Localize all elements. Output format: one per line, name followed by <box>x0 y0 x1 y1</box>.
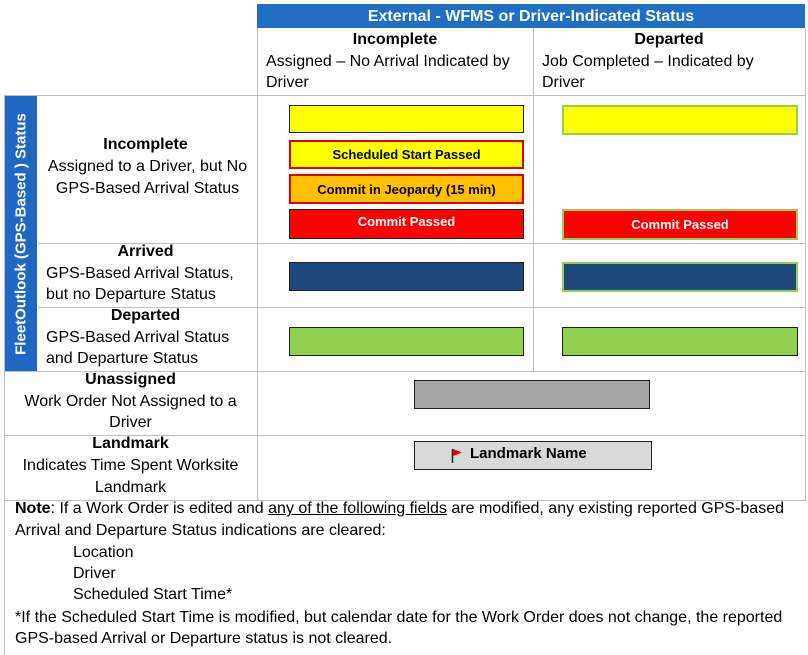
row-incomplete-desc-line1: Assigned to a Driver, but No <box>47 158 248 175</box>
row-unassigned-desc-line2: Driver <box>109 414 152 431</box>
grid-line <box>4 435 806 436</box>
grid-line <box>4 95 806 96</box>
row-unassigned-title: Unassigned <box>85 371 176 388</box>
row-landmark-title: Landmark <box>92 435 169 452</box>
commit-passed-swatch: Commit Passed <box>289 209 524 239</box>
note-field-location: Location <box>73 544 134 561</box>
row-arrived-desc-line2: but no Departure Status <box>46 286 216 303</box>
grid-line <box>4 371 806 372</box>
col-departed-title: Departed <box>634 31 704 48</box>
grid-line <box>257 28 258 500</box>
row-incomplete-desc-line2: GPS-Based Arrival Status <box>55 180 240 197</box>
note-field-scheduled-start: Scheduled Start Time* <box>73 586 233 603</box>
grid-line <box>38 307 806 308</box>
departed-incomplete-yellow-swatch <box>562 105 798 135</box>
col-incomplete-title: Incomplete <box>352 31 438 48</box>
landmark-name-label: Landmark Name <box>470 445 587 462</box>
header-bar <box>257 4 805 28</box>
note-footnote-line1: *If the Scheduled Start Time is modified… <box>15 609 783 626</box>
row-landmark-desc-line2: Landmark <box>94 479 167 496</box>
grid-line <box>533 28 534 371</box>
col-departed-desc-line1: Job Completed – Indicated by <box>542 53 754 70</box>
row-arrived-desc-line1: GPS-Based Arrival Status, <box>46 265 234 282</box>
note-field-driver: Driver <box>73 565 116 582</box>
row-incomplete-title: Incomplete <box>103 136 188 153</box>
departed-commit-passed-label: Commit Passed <box>631 217 729 232</box>
grid-line <box>4 95 5 655</box>
side-label: FleetOutlook (GPS-Based ) Status <box>12 113 30 355</box>
col-incomplete-desc-line2: Driver <box>266 74 309 91</box>
row-unassigned-desc-line1: Work Order Not Assigned to a <box>24 393 237 410</box>
row-departed-title: Departed <box>110 307 181 324</box>
note-line1-b: are modified, any existing reported GPS-… <box>446 500 784 517</box>
note-line1: Note: If a Work Order is edited and any … <box>15 498 784 519</box>
row-landmark-desc-line1: Indicates Time Spent Worksite <box>22 457 239 474</box>
note-footnote-line2: GPS-based Arrival or Departure status is… <box>15 630 393 647</box>
col-incomplete-desc-line1: Assigned – No Arrival Indicated by <box>266 53 510 70</box>
grid-line <box>805 28 806 500</box>
note-line1-a: : If a Work Order is edited and <box>50 500 269 517</box>
col-departed-desc-line2: Driver <box>542 74 585 91</box>
arrived-navy-swatch <box>289 262 524 291</box>
landmark-swatch: Landmark Name <box>414 441 652 470</box>
header-title: External - WFMS or Driver-Indicated Stat… <box>367 8 695 25</box>
incomplete-yellow-swatch <box>289 105 524 133</box>
note-line1-underlined: any of the following fields <box>268 500 447 517</box>
unassigned-gray-swatch <box>414 380 650 409</box>
note-label: Note <box>15 500 51 517</box>
note-line2: Arrival and Departure Status indications… <box>15 522 386 539</box>
grid-line <box>38 243 806 244</box>
red-flag-icon <box>451 449 462 463</box>
row-departed-desc-line2: and Departure Status <box>46 350 199 367</box>
departed-green-swatch <box>289 327 524 356</box>
commit-in-jeopardy-label: Commit in Jeopardy (15 min) <box>317 181 496 197</box>
scheduled-start-passed-swatch: Scheduled Start Passed <box>289 140 524 169</box>
row-arrived-title: Arrived <box>117 243 174 260</box>
commit-in-jeopardy-swatch: Commit in Jeopardy (15 min) <box>289 174 524 204</box>
side-bar <box>5 96 37 371</box>
commit-passed-label: Commit Passed <box>357 214 456 229</box>
departed-departed-green-swatch <box>562 327 798 356</box>
row-departed-desc-line1: GPS-Based Arrival Status <box>46 329 230 346</box>
departed-arrived-navy-swatch <box>562 262 798 292</box>
departed-commit-passed-swatch: Commit Passed <box>562 209 798 240</box>
scheduled-start-passed-label: Scheduled Start Passed <box>332 147 481 162</box>
grid-line <box>4 500 806 501</box>
